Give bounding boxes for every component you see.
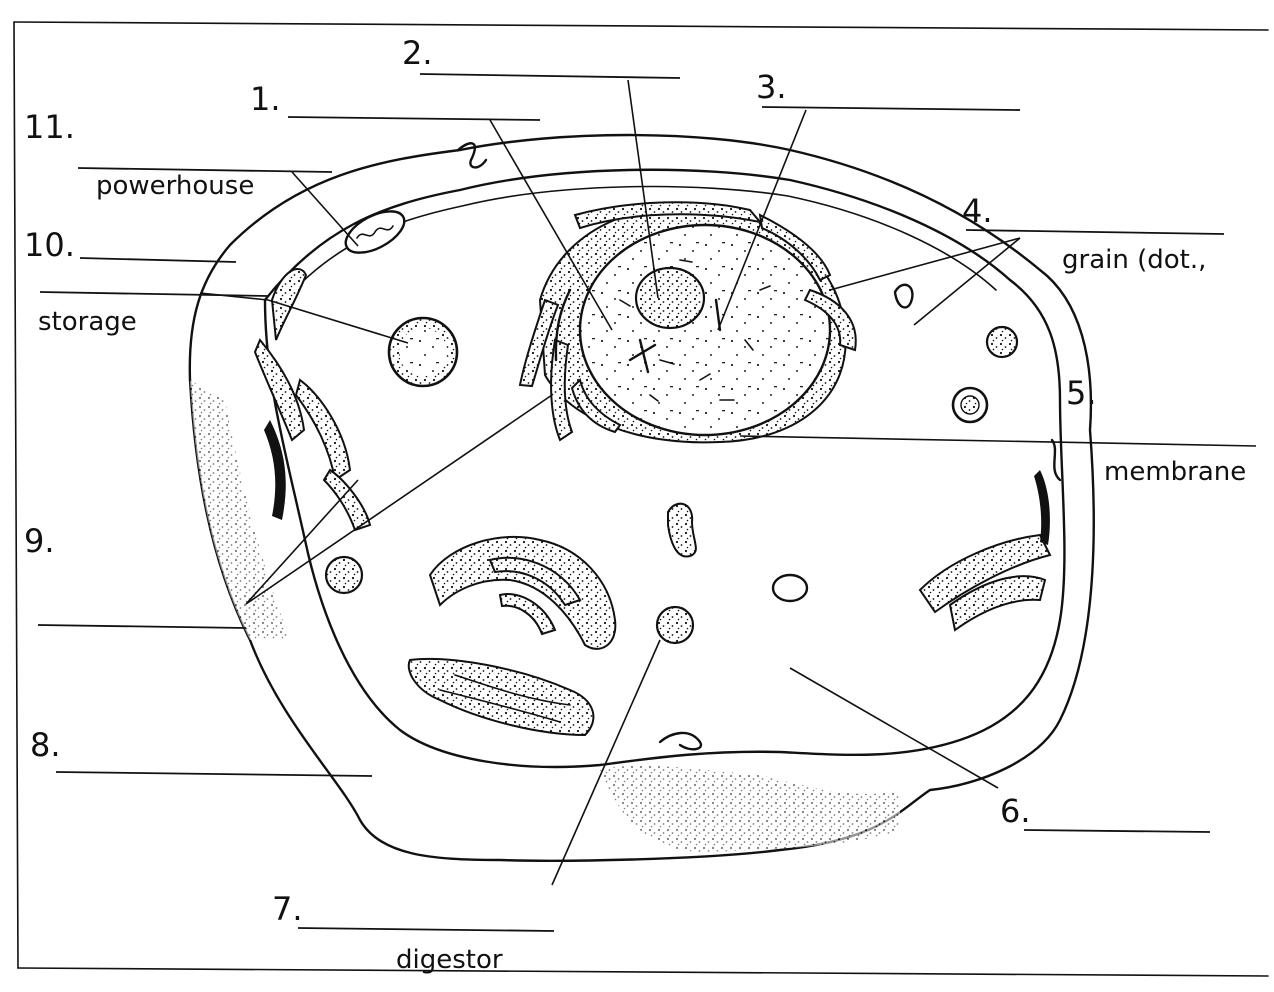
blank-9 (38, 625, 246, 628)
golgi-apparatus (430, 537, 615, 649)
answer-membrane: membrane (1104, 457, 1246, 487)
vacuole-storage (389, 318, 457, 386)
label-10: 10. (24, 226, 75, 264)
plasmodesma-notch-bottom (660, 733, 701, 749)
label-5: 5. (1066, 374, 1097, 412)
answer-powerhouse: powerhouse (96, 171, 254, 201)
label-1: 1. (250, 80, 281, 118)
blank-10 (80, 258, 236, 262)
label-7: 7. (272, 890, 303, 928)
label-11: 11. (24, 108, 75, 146)
mitochondrion-top (339, 203, 411, 261)
plasmodesma-notch-right (1052, 440, 1060, 480)
label-3: 3. (756, 68, 787, 106)
answer-grain: grain (dot., (1062, 245, 1206, 275)
answer-digestor: digestor (396, 945, 503, 975)
label-4: 4. (962, 192, 993, 230)
blank-10b (40, 292, 268, 296)
nucleolus (636, 268, 704, 328)
chloroplast-bottom (409, 659, 594, 735)
label-8: 8. (30, 726, 61, 764)
blank-6 (1024, 830, 1210, 832)
label-6: 6. (1000, 792, 1031, 830)
blank-2 (420, 74, 680, 78)
ribosome-granule (895, 285, 912, 308)
chloroplast-left (255, 269, 370, 530)
vesicle-wall-right (987, 327, 1017, 357)
label-2: 2. (402, 34, 433, 72)
blank-7 (298, 928, 554, 931)
blank-3 (762, 107, 1020, 110)
chloroplast-right (920, 470, 1050, 630)
cell-wall-shading-bottom (600, 766, 900, 852)
blank-8 (56, 772, 372, 776)
vesicle-wall-left (326, 557, 362, 593)
label-9: 9. (24, 522, 55, 560)
leader-lines (200, 80, 1256, 885)
blank-1 (288, 117, 540, 120)
page-border (14, 22, 1268, 976)
small-vesicle (773, 575, 807, 601)
lysosome (657, 607, 693, 643)
answer-storage: storage (38, 307, 137, 337)
vesicle-right (953, 388, 987, 422)
blank-4 (966, 230, 1224, 234)
peroxisome (668, 504, 696, 557)
